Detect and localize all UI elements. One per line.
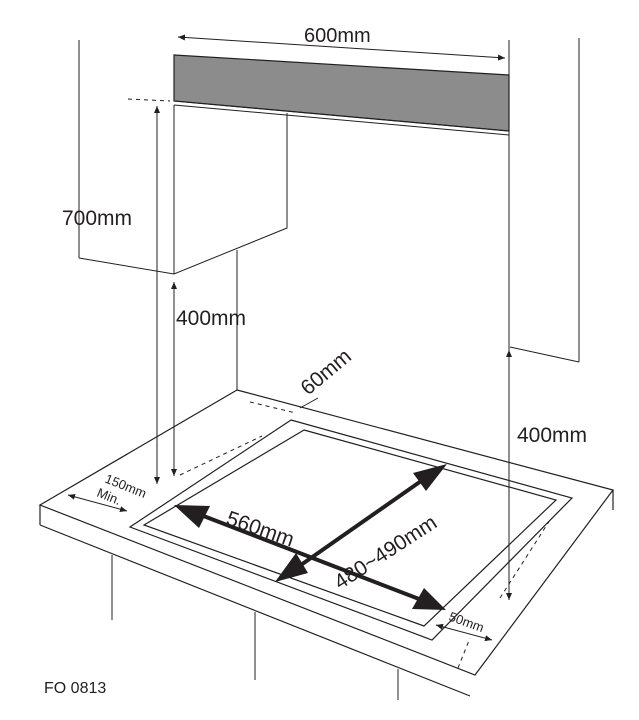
model-code: FO 0813 [44,680,106,697]
hood-bottom-edge-2 [173,104,510,136]
left-gap-extension [179,435,263,476]
wall-right-bottom [509,346,580,363]
rear-gap-label: 60mm [296,345,355,400]
height-left-label: 400mm [176,307,246,330]
height-right-label: 400mm [517,424,587,447]
cutout-inner [142,429,558,627]
hood-bottom-edge [173,100,510,132]
front-gap-dimension-line [435,623,493,642]
front-gap-label: 50mm [447,609,486,635]
cutout-depth-label: 480~490mm [330,511,441,594]
cutout-outer [128,419,574,641]
wall-cabinet-outline [78,113,288,275]
cutout-width-arrowhead-left [174,505,210,528]
hood-bottom-reference-dashed [127,98,171,102]
rear-gap-dimension-line [299,397,319,409]
cutout-width-arrowhead-right [412,588,446,610]
height-total-label: 700mm [62,207,132,230]
worktop-outline [38,389,615,676]
cutout-depth-arrowhead-top [413,464,447,491]
cutout-depth-arrow [286,470,436,576]
worktop-front-bottom [39,524,471,697]
side-gap-dimension-line [67,493,128,513]
front-gap-extension [457,637,471,669]
cutout-width-label: 560mm [223,507,297,552]
right-gap-extension [499,519,551,599]
hood-width-dimension-line [177,34,506,61]
cutout-depth-arrowhead-bottom [275,553,308,582]
hood-width-label: 600mm [304,25,371,47]
